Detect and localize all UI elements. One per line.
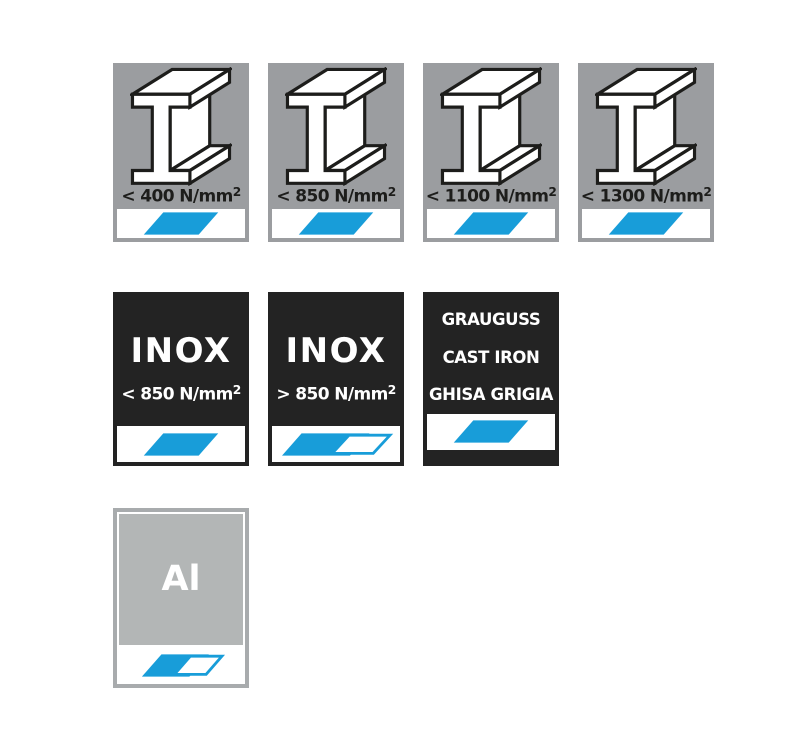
suitability-strip (117, 426, 245, 462)
tensile-strength-label: < 1300 N/mm2 (580, 184, 712, 207)
suitability-full-icon (143, 432, 219, 456)
row-stainless-cast-iron: INOX < 850 N/mm2 INOX > 850 N/mm2 GRAUGU… (113, 292, 559, 466)
aluminium-body: Al (119, 514, 243, 645)
material-title: Al (161, 559, 201, 599)
tensile-strength-label: < 400 N/mm2 (121, 184, 241, 207)
tile-inox-lt850: INOX < 850 N/mm2 (113, 292, 249, 466)
suitability-full-icon (608, 212, 684, 235)
suitability-strip (117, 647, 245, 684)
suitability-full-icon (143, 212, 219, 235)
tile-aluminium: Al (113, 508, 249, 688)
tensile-strength-label: < 850 N/mm2 (276, 184, 396, 207)
i-beam-icon (423, 63, 559, 186)
suitability-strip (117, 209, 245, 238)
suitability-strip (582, 209, 710, 238)
material-name-de: GRAUGUSS (441, 310, 541, 329)
row-structural-steel: < 400 N/mm2 < 850 N/mm2 < 1100 N/mm2 (113, 63, 714, 242)
tensile-strength-label: < 850 N/mm2 (121, 383, 241, 405)
material-title: INOX (285, 331, 387, 371)
material-name-en: CAST IRON (442, 347, 540, 367)
i-beam-icon (113, 63, 249, 186)
i-beam-icon (268, 63, 404, 186)
suitability-strip (427, 413, 555, 450)
row-aluminium: Al (113, 508, 249, 688)
suitability-strip (272, 426, 400, 462)
tile-cast-iron: GRAUGUSS CAST IRON GHISA GRIGIA (423, 292, 559, 466)
tensile-strength-label: < 1100 N/mm2 (425, 184, 557, 207)
suitability-full-icon (453, 212, 529, 235)
material-title-multilang: GRAUGUSS CAST IRON GHISA GRIGIA (423, 310, 559, 404)
tile-steel-1100: < 1100 N/mm2 (423, 63, 559, 242)
suitability-strip (272, 209, 400, 238)
tile-steel-1300: < 1300 N/mm2 (578, 63, 714, 242)
suitability-partial-icon (140, 652, 224, 679)
suitability-strip (427, 209, 555, 238)
suitability-partial-icon (280, 431, 392, 457)
tile-inox-gt850: INOX > 850 N/mm2 (268, 292, 404, 466)
tile-steel-850: < 850 N/mm2 (268, 63, 404, 242)
suitability-full-icon (453, 420, 529, 443)
i-beam-icon (578, 63, 714, 186)
material-title: INOX (130, 331, 232, 371)
tile-steel-400: < 400 N/mm2 (113, 63, 249, 242)
tensile-strength-label: > 850 N/mm2 (276, 383, 396, 405)
material-name-it: GHISA GRIGIA (429, 385, 553, 404)
suitability-full-icon (298, 212, 374, 235)
